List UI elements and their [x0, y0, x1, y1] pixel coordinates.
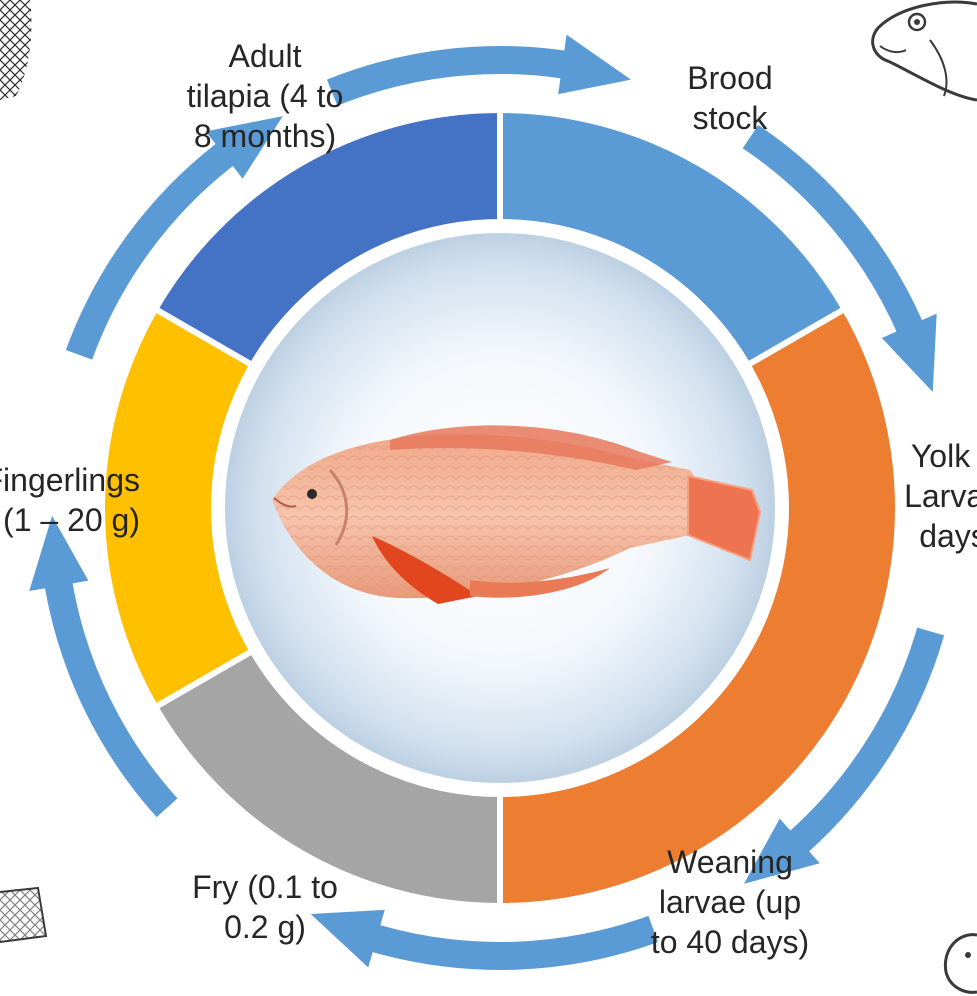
stage-label-fingerlings: Fingerlings (1 – 20 g) [0, 460, 140, 540]
net-sketch-icon [0, 0, 31, 100]
fish-sketch-icon-small [945, 935, 977, 993]
scale-sketch-icon [0, 888, 46, 942]
stage-label-adult-tilapia: Adult tilapia (4 to 8 months) [150, 36, 380, 156]
stage-label-weaning-larvae: Weaning larvae (up to 40 days) [615, 842, 845, 962]
stage-label-fry: Fry (0.1 to 0.2 g) [160, 867, 370, 947]
stage-label-yolk-sac-larvae: Yolk s Larvae days [868, 436, 977, 556]
fish-sketch-icon [873, 2, 977, 100]
stage-label-brood-stock: Brood stock [630, 58, 830, 138]
